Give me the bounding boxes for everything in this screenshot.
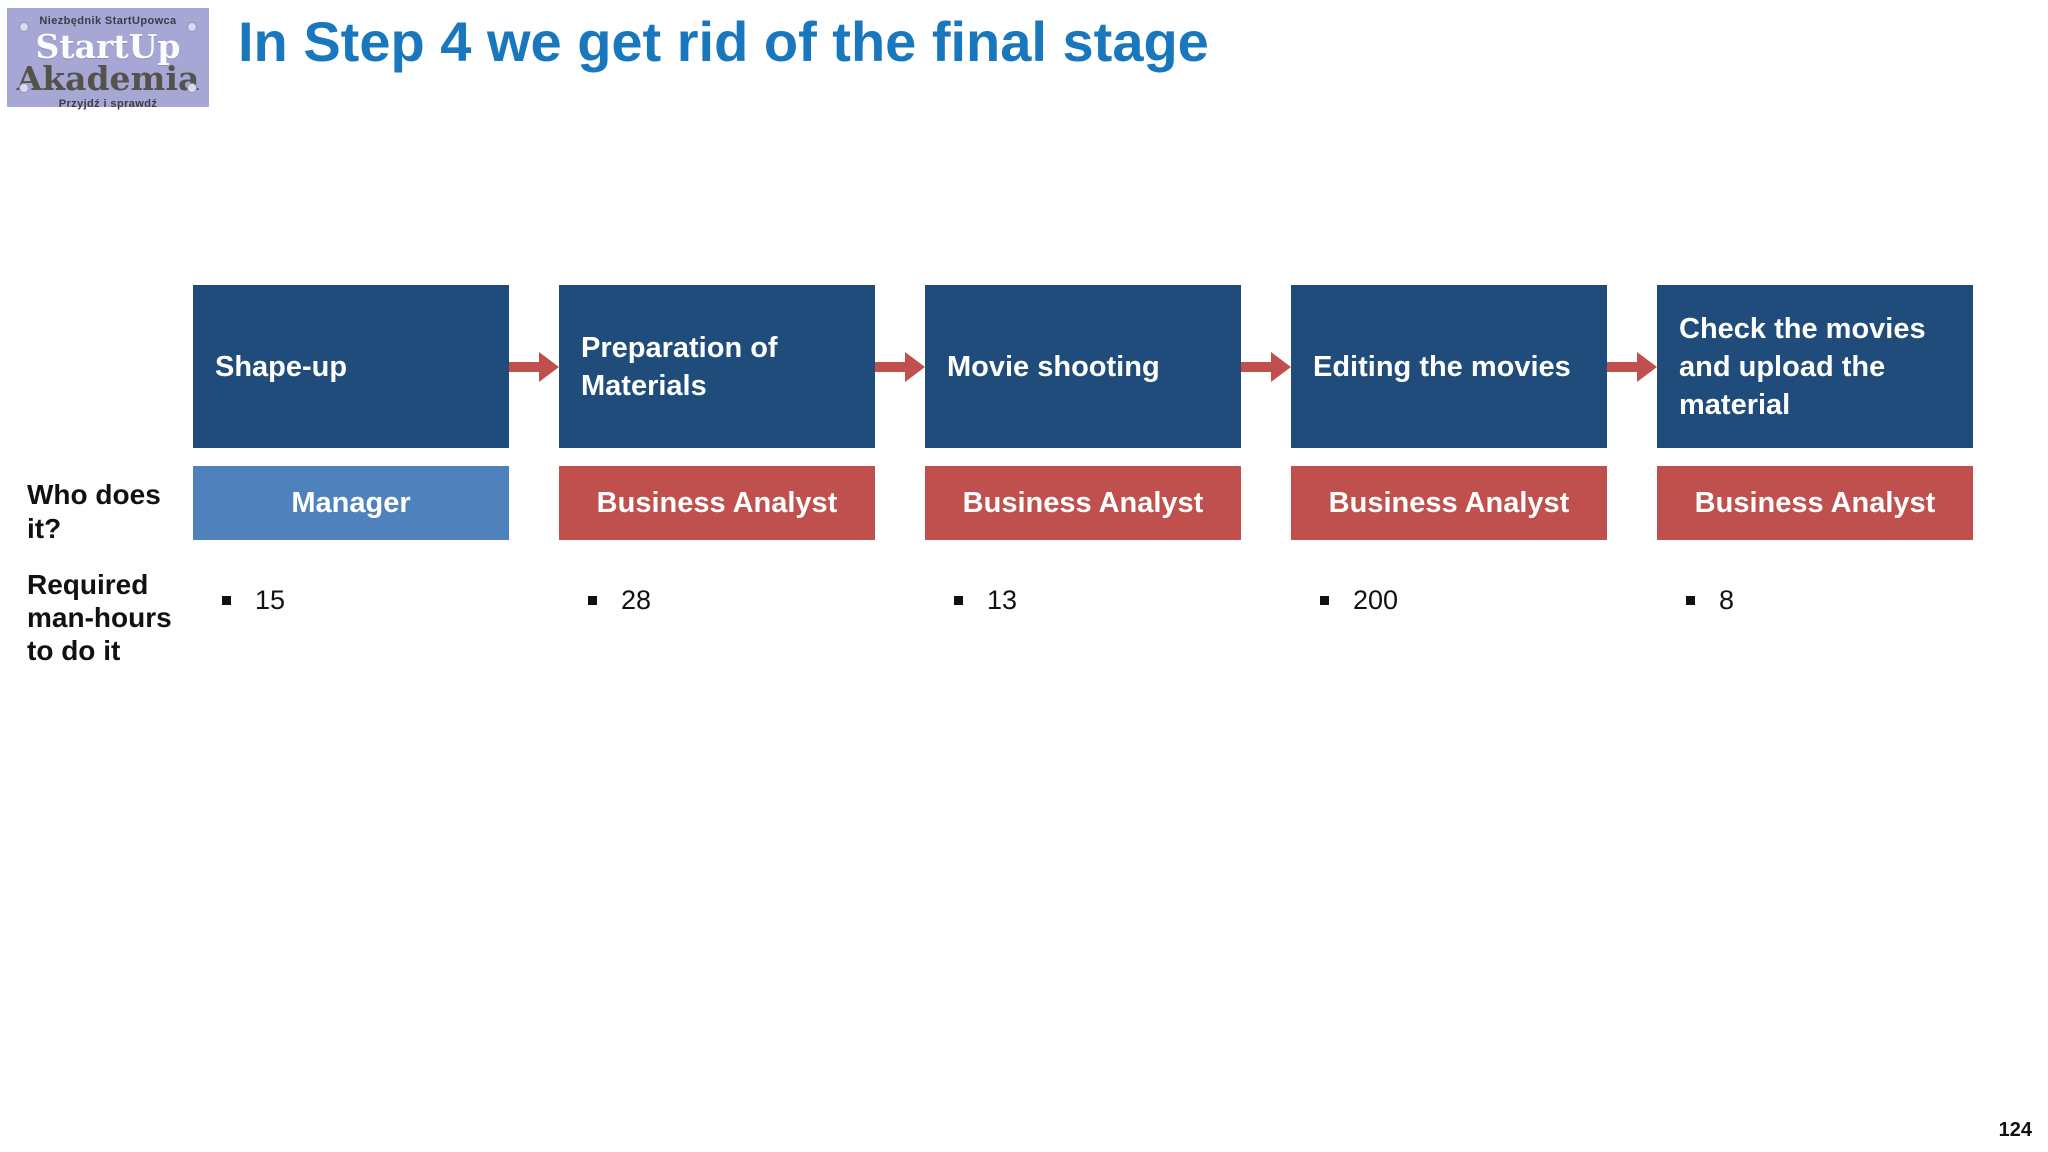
bullet-square-icon — [954, 595, 963, 605]
screw-icon — [19, 22, 29, 32]
hours-value: 200 — [1353, 584, 1399, 615]
hours-value: 8 — [1719, 584, 1735, 615]
logo-tagline-top: Niezbędnik StartUpowca — [39, 15, 177, 27]
stage-box-movie-shooting: Movie shooting — [925, 285, 1241, 448]
who-label: Business Analyst — [1328, 486, 1570, 519]
who-label: Manager — [291, 486, 411, 519]
hours-item: 28 — [559, 578, 651, 622]
stage-label: Movie shooting — [947, 350, 1160, 383]
arrow-right-icon — [1241, 352, 1291, 382]
slide-title: In Step 4 we get rid of the final stage — [238, 10, 1209, 73]
stage-label: Preparation of Materials — [581, 331, 778, 402]
logo-title-line1: StartUp — [35, 27, 181, 66]
who-label: Business Analyst — [596, 486, 838, 519]
page-number: 124 — [1998, 1119, 2032, 1141]
screw-icon — [187, 83, 197, 93]
screw-icon — [187, 22, 197, 32]
stage-box-shape-up: Shape-up — [193, 285, 509, 448]
hours-item: 200 — [1291, 578, 1398, 622]
who-box-business-analyst: Business Analyst — [1657, 466, 1973, 540]
stage-label: Editing the movies — [1313, 350, 1571, 383]
logo-tagline-bottom: Przyjdź i sprawdź — [58, 98, 158, 110]
stage-box-preparation: Preparation of Materials — [559, 285, 875, 448]
bullet-square-icon — [222, 595, 231, 605]
hours-item: 13 — [925, 578, 1017, 622]
logo-title-line2: Akademia — [16, 59, 200, 98]
bullet-square-icon — [1320, 595, 1329, 605]
row-label-required-man-hours: Required man-hours to do it — [27, 569, 172, 666]
hours-item: 8 — [1657, 578, 1734, 622]
bullet-square-icon — [1686, 595, 1695, 605]
hours-item: 15 — [193, 578, 285, 622]
arrow-right-icon — [509, 352, 559, 382]
who-box-manager: Manager — [193, 466, 509, 540]
stage-label: Check the movies and upload the material — [1679, 312, 1926, 421]
stage-box-editing: Editing the movies — [1291, 285, 1607, 448]
hours-value: 15 — [255, 584, 286, 615]
who-label: Business Analyst — [962, 486, 1204, 519]
hours-value: 13 — [987, 584, 1018, 615]
logo-startup-akademia: Niezbędnik StartUpowca StartUp Akademia … — [7, 8, 209, 110]
row-label-who-does-it: Who does it? — [27, 479, 161, 544]
screw-icon — [19, 83, 29, 93]
stage-label: Shape-up — [215, 350, 348, 383]
arrow-right-icon — [1607, 352, 1657, 382]
who-box-business-analyst: Business Analyst — [1291, 466, 1607, 540]
who-box-business-analyst: Business Analyst — [559, 466, 875, 540]
hours-value: 28 — [621, 584, 652, 615]
who-box-business-analyst: Business Analyst — [925, 466, 1241, 540]
arrow-right-icon — [875, 352, 925, 382]
who-label: Business Analyst — [1694, 486, 1936, 519]
stage-box-check-upload: Check the movies and upload the material — [1657, 285, 1973, 448]
bullet-square-icon — [588, 595, 597, 605]
